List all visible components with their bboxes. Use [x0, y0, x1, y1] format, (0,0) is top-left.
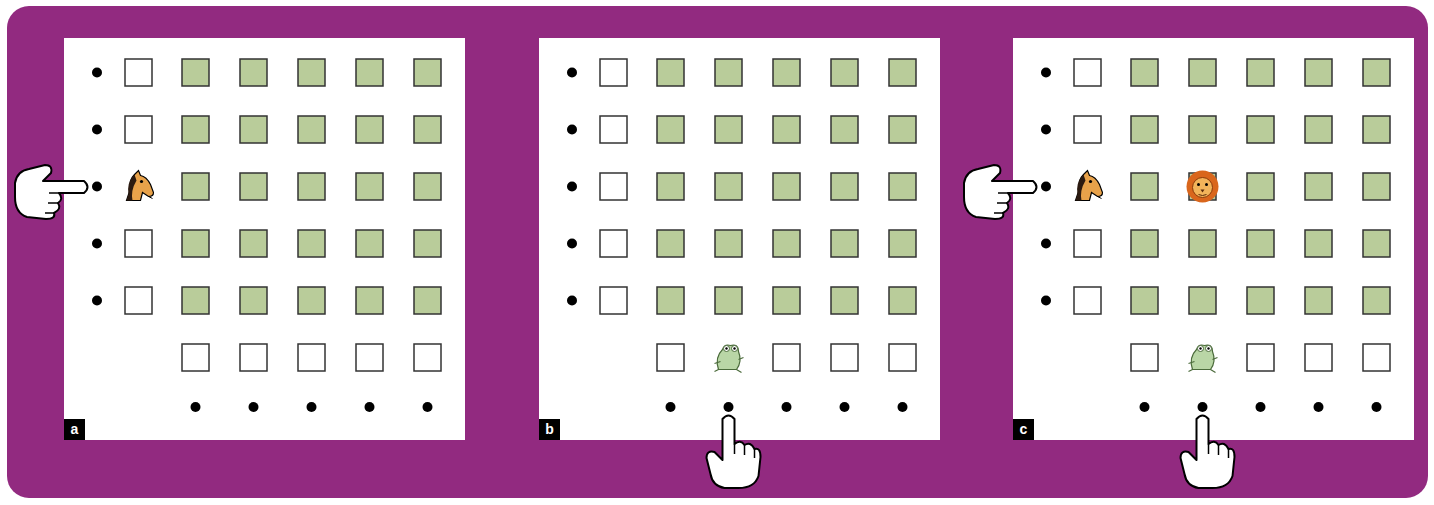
panel-label: c — [1013, 419, 1034, 440]
panel-label: b — [539, 419, 560, 440]
panel-label: a — [64, 419, 85, 440]
